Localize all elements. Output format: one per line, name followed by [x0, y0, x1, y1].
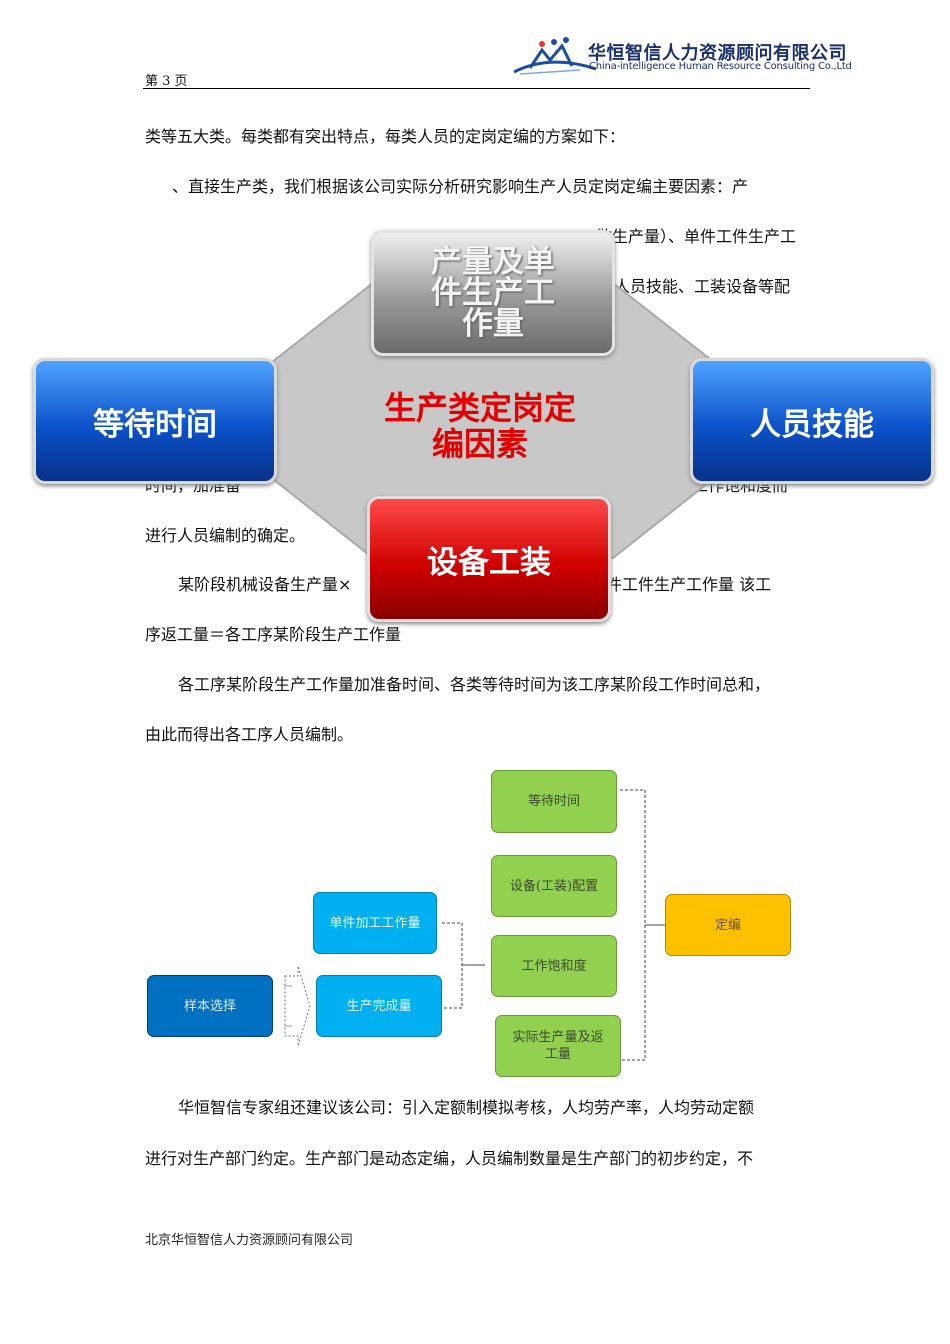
- flowchart-connectors: [284, 789, 665, 1061]
- unit-workload-box: 单件加工工作量: [313, 892, 437, 954]
- work-saturation-box: 工作饱和度: [491, 935, 617, 997]
- paragraph-line-2: 、直接生产类，我们根据该公司实际分析研究影响生产人员定岗定编主要因素：产: [172, 177, 749, 196]
- factor-equipment: 设备工装: [367, 496, 611, 622]
- factor-staff-skill: 人员技能: [690, 358, 934, 484]
- paragraph-line-10: 由此而得出各工序人员编制。: [145, 725, 354, 744]
- paragraph-line-12: 进行对生产部门约定。生产部门是动态定编，人员编制数量是生产部门的初步约定，不: [145, 1149, 754, 1168]
- factor-output-workload: 产量及单 件生产工 作量: [371, 230, 615, 356]
- paragraph-line-8: 序返工量＝各工序某阶段生产工作量: [145, 625, 402, 644]
- factor-output-line2: 件生产工: [431, 274, 555, 311]
- company-logo: [513, 37, 597, 75]
- staffing-result-box: 定编: [665, 894, 791, 956]
- company-name-en: China-intelligence Human Resource Consul…: [589, 61, 852, 72]
- actual-output-line2: 工量: [544, 1047, 571, 1062]
- header-divider: [143, 88, 810, 89]
- paragraph-line-4: 人员技能、工装设备等配: [614, 277, 791, 296]
- waiting-time-box: 等待时间: [491, 770, 617, 833]
- factor-output-line1: 产量及单: [431, 243, 555, 280]
- sample-selection-box: 样本选择: [147, 975, 273, 1037]
- paragraph-line-11: 华恒智信专家组还建议该公司：引入定额制模拟考核，人均劳产率，人均劳动定额: [178, 1098, 755, 1117]
- actual-output-rework-box: 实际生产量及返 工量: [495, 1015, 621, 1077]
- paragraph-line-7a: 某阶段机械设备生产量×: [178, 575, 352, 594]
- center-title-line2: 编因素: [431, 425, 528, 463]
- center-title-line1: 生产类定岗定: [383, 389, 576, 427]
- footer-company: 北京华恒智信人力资源顾问有限公司: [145, 1233, 354, 1248]
- output-volume-box: 生产完成量: [316, 975, 442, 1037]
- actual-output-line1: 实际生产量及返: [512, 1030, 604, 1045]
- paragraph-line-7b: 件工件生产工作量 该工: [606, 575, 772, 594]
- company-name-cn: 华恒智信人力资源顾问有限公司: [588, 43, 847, 64]
- equipment-config-box: 设备(工装)配置: [491, 855, 617, 917]
- paragraph-line-3: 散生产量）、单件工件生产工: [596, 227, 797, 246]
- page-number: 第 3 页: [145, 74, 188, 89]
- paragraph-line-6: 进行人员编制的确定。: [145, 526, 306, 545]
- factor-waiting-time: 等待时间: [33, 358, 277, 484]
- paragraph-line-9: 各工序某阶段生产工作量加准备时间、各类等待时间为该工序某阶段工作时间总和，: [178, 675, 771, 694]
- paragraph-line-1: 类等五大类。每类都有突出特点，每类人员的定岗定编的方案如下：: [145, 127, 626, 146]
- factor-output-line3: 作量: [462, 305, 524, 342]
- diagram-center-title: 生产类定岗定 编因素: [300, 390, 660, 462]
